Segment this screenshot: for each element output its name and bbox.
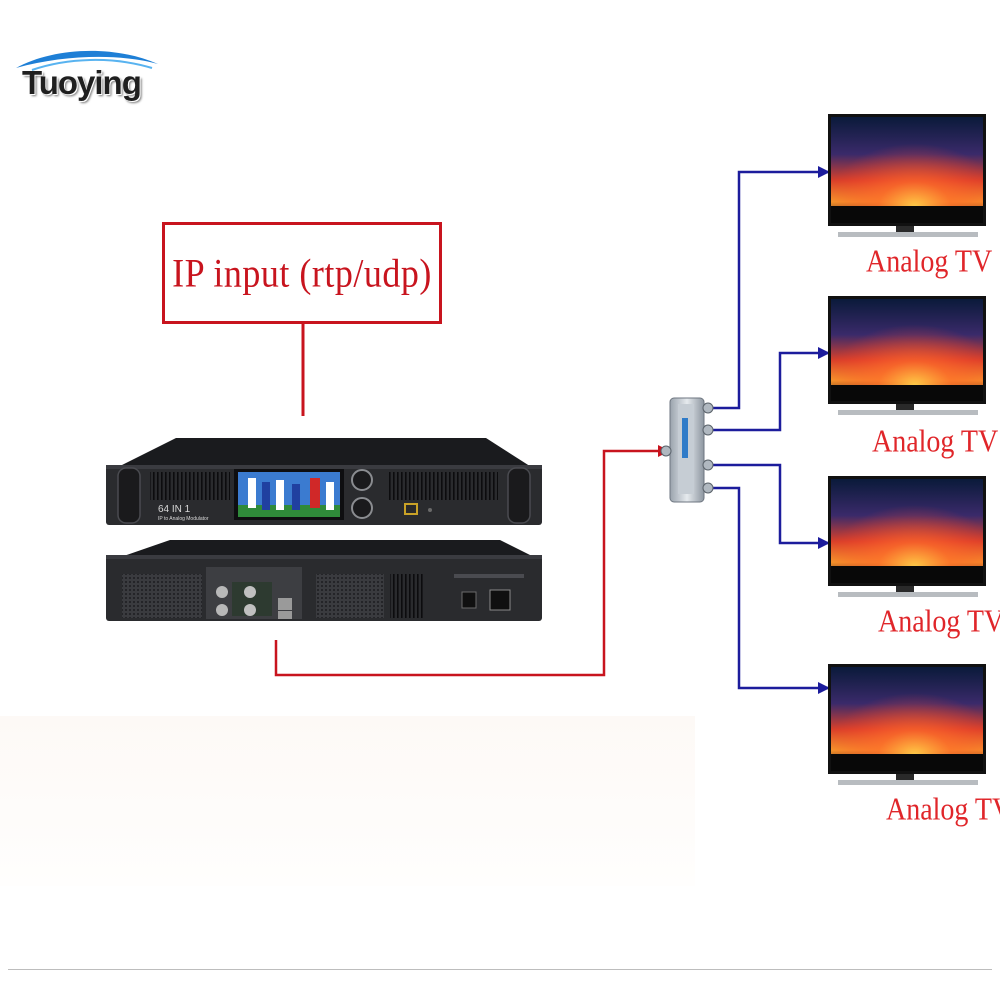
tv-label-1: Analog TV — [866, 244, 993, 280]
ip-input-box: IP input (rtp/udp) — [162, 222, 442, 324]
brand-logo: Tuoying — [12, 46, 162, 108]
tv-3 — [828, 476, 986, 597]
tv-2 — [828, 296, 986, 415]
output-line-1 — [712, 166, 830, 410]
output-line-4 — [712, 486, 830, 694]
output-line-3 — [712, 463, 830, 549]
tv-label-3: Analog TV — [878, 604, 1000, 640]
brand-name: Tuoying — [22, 64, 142, 101]
tv-1 — [828, 114, 986, 237]
device-model-label: 64 IN 1 — [158, 504, 191, 515]
tv-label-2: Analog TV — [872, 424, 999, 460]
output-line-2 — [712, 347, 830, 432]
tv-label-4: Analog TV — [886, 792, 1000, 828]
ip-input-label: IP input (rtp/udp) — [172, 250, 432, 296]
tv-4 — [828, 664, 986, 785]
background-panel — [0, 716, 695, 886]
modulator-rear-panel — [106, 540, 542, 621]
rf-splitter — [660, 397, 714, 503]
bottom-divider — [8, 969, 992, 970]
modulator-front-panel — [106, 438, 542, 525]
rf-output-line — [274, 445, 670, 677]
device-subtitle-label: IP to Analog Modulator — [158, 516, 209, 522]
logo-swoosh-icon — [16, 50, 158, 71]
